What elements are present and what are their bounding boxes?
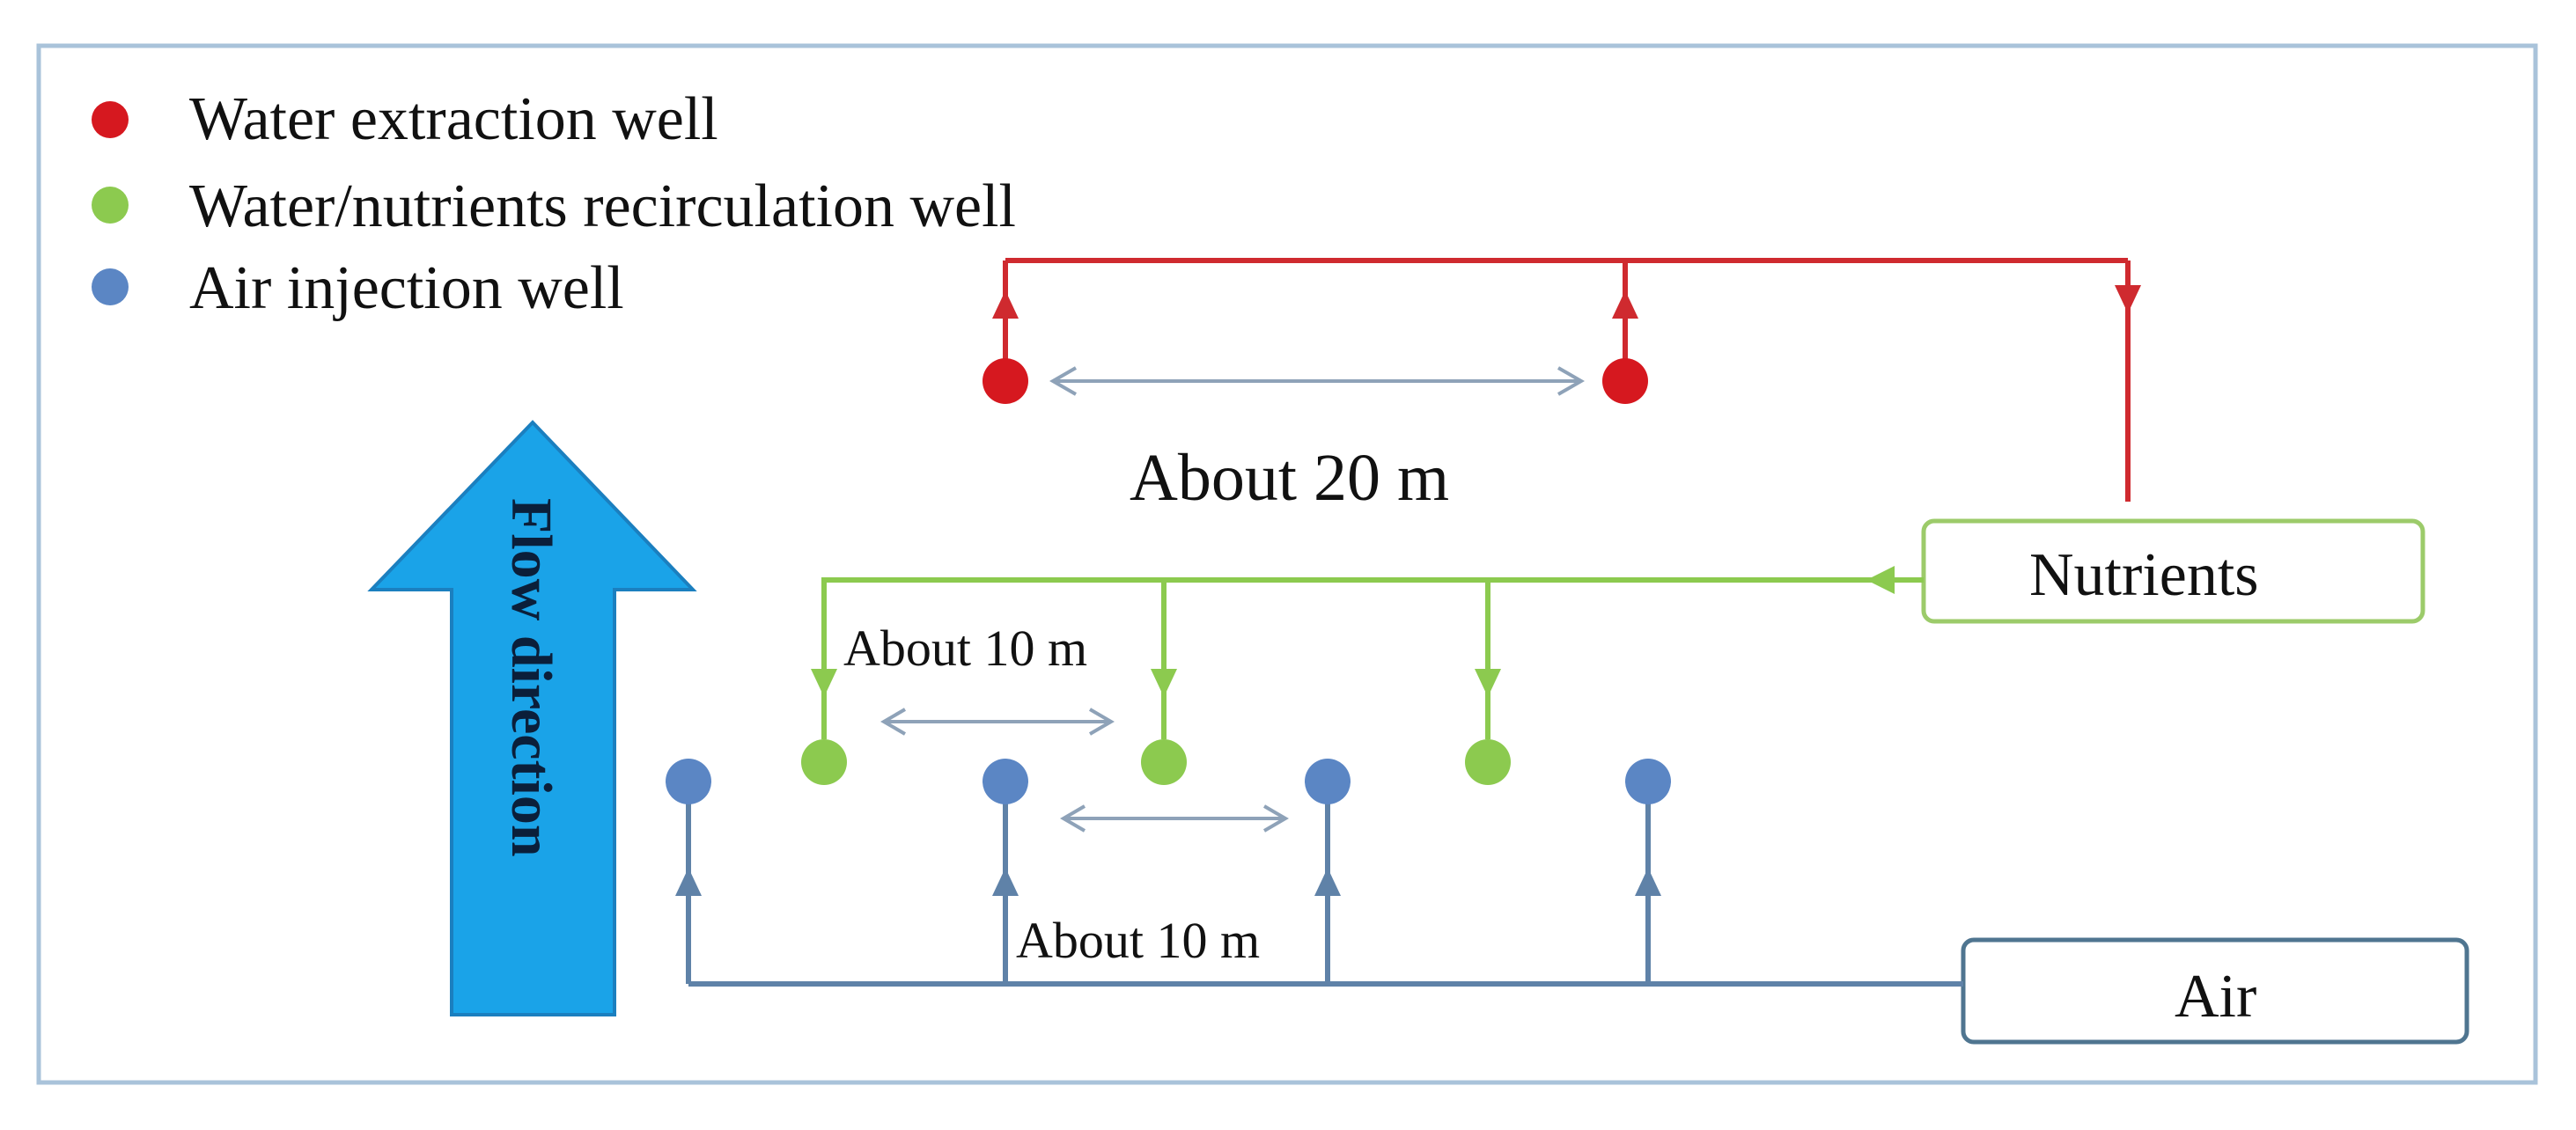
air-arrowhead-1 xyxy=(675,868,702,896)
recirculation-well-1 xyxy=(801,739,847,785)
air-box xyxy=(1961,937,2469,1045)
legend-extraction-label: Water extraction well xyxy=(189,85,718,153)
dimension-20m-label: About 20 m xyxy=(1130,441,1449,515)
dimension-10m-recirculation-label: About 10 m xyxy=(843,620,1087,677)
dimension-10m-recirculation xyxy=(880,708,1115,736)
legend-recirculation-dot xyxy=(92,187,129,224)
diagram-frame xyxy=(36,43,2538,1085)
nutrient-arrowhead-1 xyxy=(811,669,837,697)
legend-air-label: Air injection well xyxy=(189,254,624,322)
air-well-4 xyxy=(1625,759,1671,804)
air-label: Air xyxy=(2175,963,2256,1031)
nutrients-label: Nutrients xyxy=(2029,541,2259,609)
dimension-20m xyxy=(1049,366,1586,396)
air-well-3 xyxy=(1305,759,1351,804)
legend: Water extraction well Water/nutrients re… xyxy=(92,85,1016,322)
extraction-well-1 xyxy=(983,358,1028,404)
nutrient-arrowhead-in xyxy=(1866,566,1895,594)
flow-arrow-shape xyxy=(367,420,697,1016)
recirculation-well-3 xyxy=(1465,739,1511,785)
air-arrowhead-2 xyxy=(992,868,1019,896)
air-well-1 xyxy=(666,759,711,804)
air-arrowhead-3 xyxy=(1314,868,1341,896)
nutrients-box xyxy=(1921,518,2425,624)
extraction-arrowhead-1 xyxy=(992,290,1019,319)
air-well-2 xyxy=(983,759,1028,804)
recirculation-well-2 xyxy=(1141,739,1187,785)
dimension-10m-air xyxy=(1060,804,1289,833)
legend-air-dot xyxy=(92,268,129,305)
nutrient-arrowhead-3 xyxy=(1475,669,1501,697)
legend-extraction-dot xyxy=(92,101,129,138)
flow-direction-label: Flow direction xyxy=(499,498,563,857)
air-arrowhead-4 xyxy=(1635,868,1661,896)
extraction-arrowhead-3 xyxy=(2115,285,2141,313)
nutrient-arrowhead-2 xyxy=(1151,669,1177,697)
legend-recirculation-label: Water/nutrients recirculation well xyxy=(189,172,1016,240)
dimension-10m-air-label: About 10 m xyxy=(1016,912,1260,969)
flow-direction-arrow: Flow direction xyxy=(367,420,697,1016)
extraction-well-2 xyxy=(1602,358,1648,404)
extraction-arrowhead-2 xyxy=(1612,290,1638,319)
nutrient-network xyxy=(821,577,1924,739)
